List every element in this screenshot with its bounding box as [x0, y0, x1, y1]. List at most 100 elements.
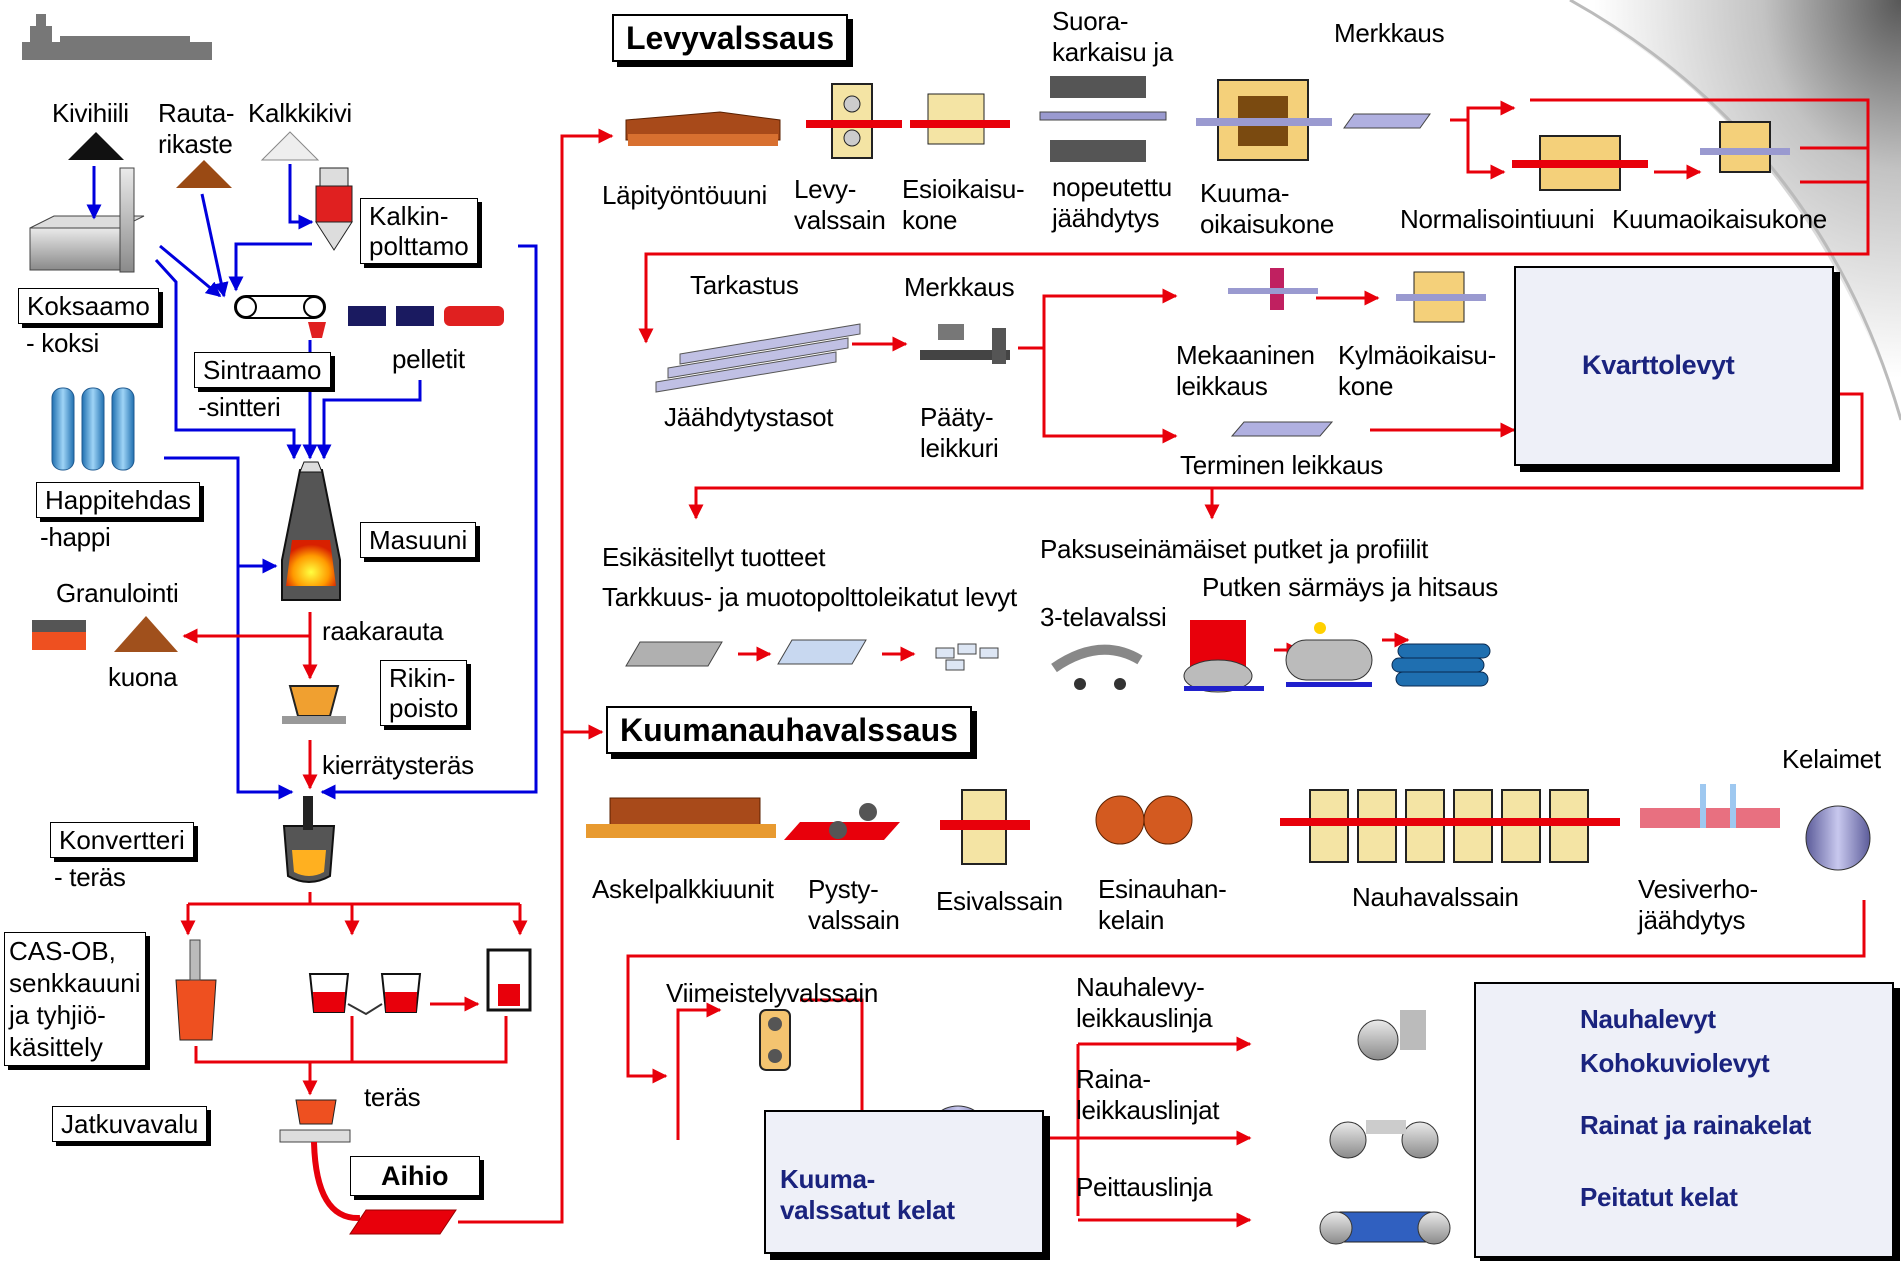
slitting-line-icon	[1329, 1120, 1439, 1159]
slag-label: kuona	[108, 662, 178, 692]
flow-return-secondary	[194, 1016, 508, 1064]
flow-plate-normalize-branch	[1466, 120, 1506, 180]
coke-plant-icon	[29, 167, 145, 273]
coal-label: Kivihiili	[52, 98, 129, 128]
finishing-mill-stands-label: Nauhavalssain	[1352, 882, 1519, 912]
strip-sheet-line-label: Nauhalevy- leikkauslinja	[1076, 972, 1213, 1033]
flow-ore-sinter	[200, 193, 229, 298]
pig-iron-label: raakarauta	[322, 616, 444, 646]
hot-leveller2-label: Kuumaoikaisukone	[1612, 204, 1827, 234]
water-curtain-icon	[1640, 784, 1780, 828]
hot-coils-panel	[764, 1110, 1044, 1254]
background-shade	[1560, 0, 1901, 420]
pipe-welding-icon	[1285, 622, 1373, 687]
flow-coke-sinter	[159, 244, 222, 298]
blast-furnace-icon	[281, 461, 341, 601]
marking-label: Merkkaus	[1334, 18, 1445, 48]
edger-label: Pysty- valssain	[808, 874, 900, 935]
flow-plate-marking-normalize	[1450, 100, 1516, 122]
flow-kiln-sinter	[228, 242, 312, 292]
flow-plate-row1-to-row2	[638, 98, 1870, 344]
end-shear-icon	[920, 324, 1010, 364]
flow-slab-to-mills	[458, 128, 614, 1224]
blast-furnace-box: Masuuni	[360, 522, 477, 558]
ore-pile-icon	[176, 160, 232, 188]
flow-converter-secondary	[188, 892, 520, 906]
oxygen-plant-box: Happitehdas	[36, 482, 200, 518]
strip-sheet-line-icon	[1357, 1010, 1426, 1061]
pellets-label: pelletit	[392, 344, 465, 374]
pipe-forming-icon	[1183, 620, 1264, 693]
hot-leveller-label: Kuuma- oikaisukone	[1200, 178, 1335, 239]
pre-leveller-label: Esioikaisu- kone	[902, 174, 1025, 235]
coal-pile-icon	[68, 132, 124, 160]
cooling-beds-icon	[655, 323, 861, 393]
oxygen-sub-label: -happi	[40, 522, 111, 552]
quarto-label: Kvarttolevyt	[1582, 350, 1735, 380]
granulation-icon	[32, 620, 86, 650]
sinter-sub-label: -sintteri	[198, 392, 281, 422]
lime-kiln-icon	[315, 167, 353, 251]
reheat-furnace-label: Läpityöntöuuni	[602, 180, 767, 210]
finishing-mill-label: Viimeistelyvalssain	[666, 978, 879, 1008]
iron-ore-label: Rauta- rikaste	[158, 98, 235, 159]
normalizing-label: Normalisointiuuni	[1400, 204, 1595, 234]
ship-icon	[22, 14, 212, 60]
three-roll-bender-icon	[1051, 644, 1143, 690]
thermal-cutting-label: Terminen leikkaus	[1180, 450, 1383, 480]
coilers-label: Kelaimet	[1782, 744, 1881, 774]
flow-shear-split	[1018, 294, 1176, 438]
preprocessed-plate-icon	[625, 641, 723, 667]
cooling-beds-label: Jäähdytystasot	[664, 402, 834, 432]
flow-oxygen-furnace	[164, 456, 278, 574]
end-shear-label: Pääty- leikkuri	[920, 402, 999, 463]
converter-sub-label: - teräs	[54, 862, 126, 892]
inspection-label: Tarkastus	[690, 270, 799, 300]
pickling-line-icon	[1319, 1211, 1451, 1245]
mechanical-cutting-icon	[1228, 268, 1318, 310]
walking-beam-label: Askelpalkkiuunit	[592, 874, 774, 904]
cold-leveller-label: Kylmäoikaisu- kone	[1338, 340, 1496, 401]
secondary-metallurgy-box: CAS-OB, senkkauuni ja tyhjiö- käsittely	[4, 932, 146, 1066]
accelerated-cooling-label: nopeutettu jäähdytys	[1052, 172, 1172, 233]
granulation-label: Granulointi	[56, 578, 179, 608]
background-curve	[1569, 0, 1901, 421]
precision-cut-label: Tarkkuus- ja muotopolttoleikatut levyt	[602, 582, 1017, 612]
pipe-forming-label: Putken särmäys ja hitsaus	[1202, 572, 1498, 602]
finishing-strip	[1280, 818, 1620, 826]
heavy-tubes-label: Paksuseinämäiset putket ja profiilit	[1040, 534, 1429, 564]
sinter-plant-box: Sintraamo	[194, 352, 331, 388]
legend-item-2: Kohokuviolevyt	[1580, 1048, 1770, 1078]
cold-leveller-icon	[1396, 271, 1486, 323]
marking-plate-icon	[1343, 113, 1431, 129]
sinter-plant-icon	[234, 295, 326, 338]
roughing-mill-icon	[940, 789, 1030, 865]
walking-beam-furnace-icon	[586, 797, 776, 838]
plate-mill-label: Levy- valssain	[794, 174, 886, 235]
hot-coils-label: Kuuma- valssatut kelat	[780, 1164, 955, 1225]
legend-item-4: Peitatut kelat	[1580, 1182, 1738, 1212]
desulph-box: Rikin- poisto	[380, 660, 468, 726]
pickling-line-label: Peittauslinja	[1076, 1172, 1213, 1202]
oxygen-tanks-icon	[51, 387, 135, 471]
legend-item-3: Rainat ja rainakelat	[1580, 1110, 1811, 1140]
flow-furnace-slag	[182, 612, 312, 644]
cut-pieces-icon	[935, 643, 999, 671]
plate-rolling-title: Levyvalssaus	[612, 14, 849, 62]
finishing-mill-icon	[759, 1009, 791, 1071]
coke-sub-label: - koksi	[26, 328, 100, 358]
slitting-line-label: Raina- leikkauslinjat	[1076, 1064, 1220, 1125]
limestone-pile-icon	[260, 131, 320, 161]
thermal-cutting-icon	[1230, 421, 1334, 437]
direct-quench-label: Suora- karkaisu ja	[1052, 6, 1173, 67]
coiler-icon	[1805, 805, 1871, 871]
converter-icon	[282, 796, 336, 883]
slab-box: Aihio	[350, 1156, 480, 1196]
hot-leveller-icon	[1196, 79, 1332, 161]
cas-ob-icon	[175, 939, 217, 1041]
coil-box-label: Esinauhan- kelain	[1098, 874, 1227, 935]
direct-quench-icon	[1039, 76, 1167, 162]
flow-quarto-split	[688, 392, 1864, 520]
converter-box: Konvertteri	[50, 822, 194, 858]
flow-lime-converter	[320, 244, 538, 800]
